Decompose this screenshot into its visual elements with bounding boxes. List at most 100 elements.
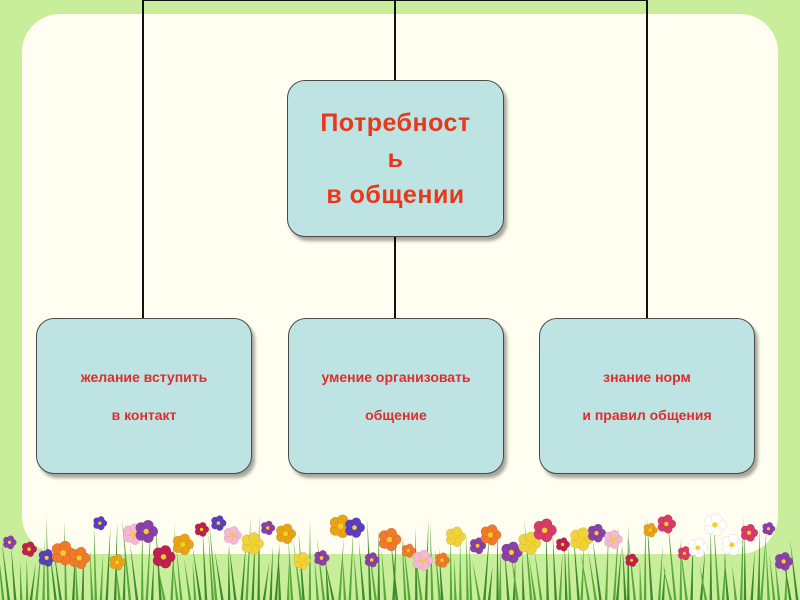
flower-icon [314,550,330,566]
grass-blade [42,537,45,600]
flower-icon [109,554,126,571]
grass-blade [141,521,144,600]
flower-border [0,513,799,600]
grass-blade [278,546,282,600]
grass-blade [227,546,231,600]
child-node-knowledge-line-1: знание норм [603,369,691,385]
flower-icon [135,519,159,544]
flower-icon [625,553,639,568]
grass-blade [316,536,326,600]
grass-blade [604,529,609,600]
flower-icon [657,514,677,534]
grass-blade [358,540,366,600]
grass-blade [145,525,152,600]
grass-blade [496,527,499,600]
root-node: Потребност ь в общении [287,80,504,237]
grass-blade [580,542,585,600]
grass-blade [129,542,139,600]
grass-blade [466,531,469,600]
grass-blade [564,543,568,600]
grass-blade [580,550,590,600]
flower-icon [762,521,776,536]
grass-blade [381,547,387,600]
grass-blade [257,515,260,600]
grass-blade [208,533,215,600]
flower-icon [276,523,297,545]
flower-icon [401,543,416,558]
grass-blade [46,515,50,600]
grass-blade [20,561,23,600]
flower-icon [241,532,264,556]
grass-blade [288,538,294,600]
grass-blade [10,544,17,600]
grass-blade [679,536,683,600]
grass-blade [774,556,781,600]
flower-icon [378,527,402,552]
flower-icon [211,515,227,531]
grass-blade [245,516,251,600]
grass-blade [646,517,654,600]
grass-blade [325,552,330,600]
flower-icon [570,527,594,551]
grass-blade [558,552,563,600]
grass-blade [528,557,537,600]
grass-blade [192,544,202,600]
child-node-skill: умение организовать общение [288,318,504,474]
flower-icon [469,537,487,555]
grass-blade [743,529,747,600]
grass-blade [469,540,473,600]
grass-blade [89,548,94,600]
root-node-line-2: ь [387,144,404,173]
grass-blade [286,557,290,600]
grass-blade [202,528,208,600]
flower-icon [293,551,311,570]
grass-blade [662,564,673,600]
flower-icon [260,520,276,536]
grass-blade [709,527,713,600]
grass-blade [240,540,247,600]
grass-blade [377,528,381,600]
grass-blade [64,520,68,600]
flower-icon [194,521,210,537]
grass-blade [679,541,688,600]
grass-blade [314,556,320,600]
flower-icon [21,541,38,558]
grass-blade [616,545,622,600]
grass-blade [93,523,98,600]
grass-blade [338,537,344,600]
grass-blade [643,516,647,600]
child-node-desire-line-2: в контакт [111,407,177,423]
grass-blade [325,563,335,600]
flower-icon [740,523,759,542]
grass-blade [262,561,270,600]
flower-icon [68,546,91,570]
flower-icon [688,537,709,558]
flower-icon [445,526,466,548]
flower-icon [480,524,502,546]
grass-blade [522,552,525,600]
flower-icon [223,526,242,545]
grass-blade [414,545,423,600]
grass-blade [293,539,303,600]
grass-blade [269,545,273,600]
flower-icon [364,552,380,568]
grass-blade [472,560,481,600]
flower-icon [3,535,17,550]
grass-blade [592,537,602,600]
grass-blade [667,515,677,600]
grass-blade [587,549,597,600]
grass-blade [214,549,224,600]
grass-blade [567,540,572,600]
grass-blade [639,560,643,600]
grass-blade [750,550,755,600]
grass-blade [209,520,218,600]
child-node-desire-line-1: желание вступить [80,369,208,385]
grass-blade [769,552,776,600]
grass-blade [498,549,502,600]
grass-blade [759,525,767,600]
grass-blade [721,550,727,600]
grass-blade [150,557,154,600]
grass-blade [157,563,166,600]
grass-blade [1,539,11,600]
